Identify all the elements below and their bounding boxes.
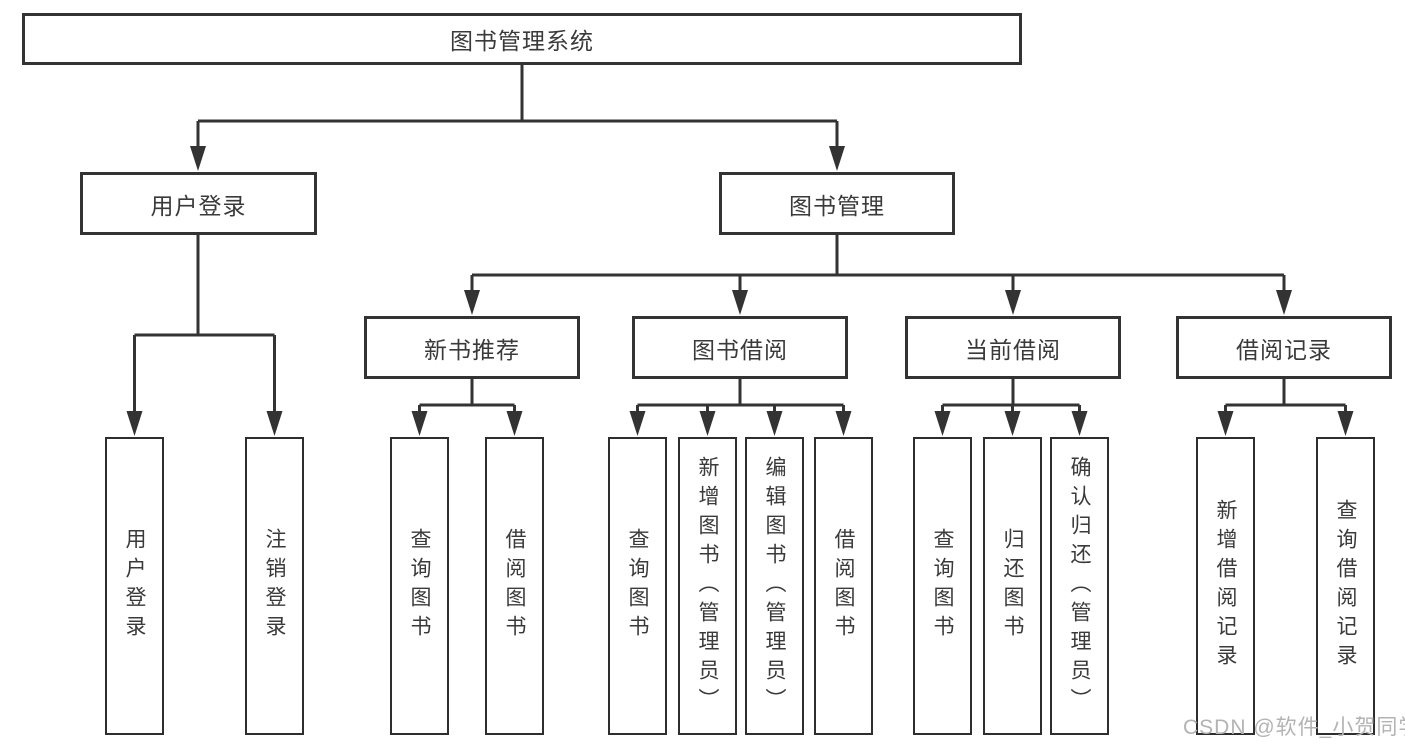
node-current-borrowing: 当前借阅 <box>905 316 1121 379</box>
leaf-label: 编辑图书（管理员） <box>763 455 786 717</box>
leaf-return-books: 归还图书 <box>983 437 1042 735</box>
leaf-borrow-books: 借阅图书 <box>814 437 873 735</box>
leaf-label: 查询借阅记录 <box>1334 499 1357 673</box>
node-new-book-recommendation: 新书推荐 <box>364 316 580 379</box>
node-book-borrowing: 图书借阅 <box>632 316 848 379</box>
leaf-confirm-return-admin: 确认归还（管理员） <box>1050 437 1109 735</box>
leaf-label: 查询图书 <box>931 528 954 644</box>
node-library-management-system: 图书管理系统 <box>22 13 1022 65</box>
leaf-label: 新增图书（管理员） <box>696 455 719 717</box>
leaf-label: 借阅图书 <box>832 528 855 644</box>
leaf-logout: 注销登录 <box>245 437 304 735</box>
leaf-label: 新增借阅记录 <box>1214 499 1237 673</box>
leaf-user-login: 用户登录 <box>105 437 164 735</box>
leaf-query-books-newbook: 查询图书 <box>390 437 449 735</box>
leaf-add-borrow-record: 新增借阅记录 <box>1196 437 1255 735</box>
leaf-query-borrow-record: 查询借阅记录 <box>1316 437 1375 735</box>
csdn-watermark: CSDN @软件_小贺同学 <box>1183 716 1405 739</box>
leaf-label: 借阅图书 <box>503 528 526 644</box>
leaf-label: 归还图书 <box>1001 528 1024 644</box>
leaf-query-books-borrowing: 查询图书 <box>608 437 667 735</box>
leaf-label: 查询图书 <box>408 528 431 644</box>
leaf-edit-books-admin: 编辑图书（管理员） <box>745 437 804 735</box>
leaf-add-books-admin: 新增图书（管理员） <box>678 437 737 735</box>
leaf-label: 确认归还（管理员） <box>1068 455 1091 717</box>
node-book-management: 图书管理 <box>719 172 955 235</box>
leaf-label: 注销登录 <box>263 528 286 644</box>
leaf-label: 用户登录 <box>123 528 146 644</box>
node-user-login: 用户登录 <box>80 172 317 235</box>
node-borrowing-records: 借阅记录 <box>1176 316 1392 379</box>
leaf-query-books-current: 查询图书 <box>913 437 972 735</box>
leaf-borrow-books-newbook: 借阅图书 <box>485 437 544 735</box>
leaf-label: 查询图书 <box>626 528 649 644</box>
